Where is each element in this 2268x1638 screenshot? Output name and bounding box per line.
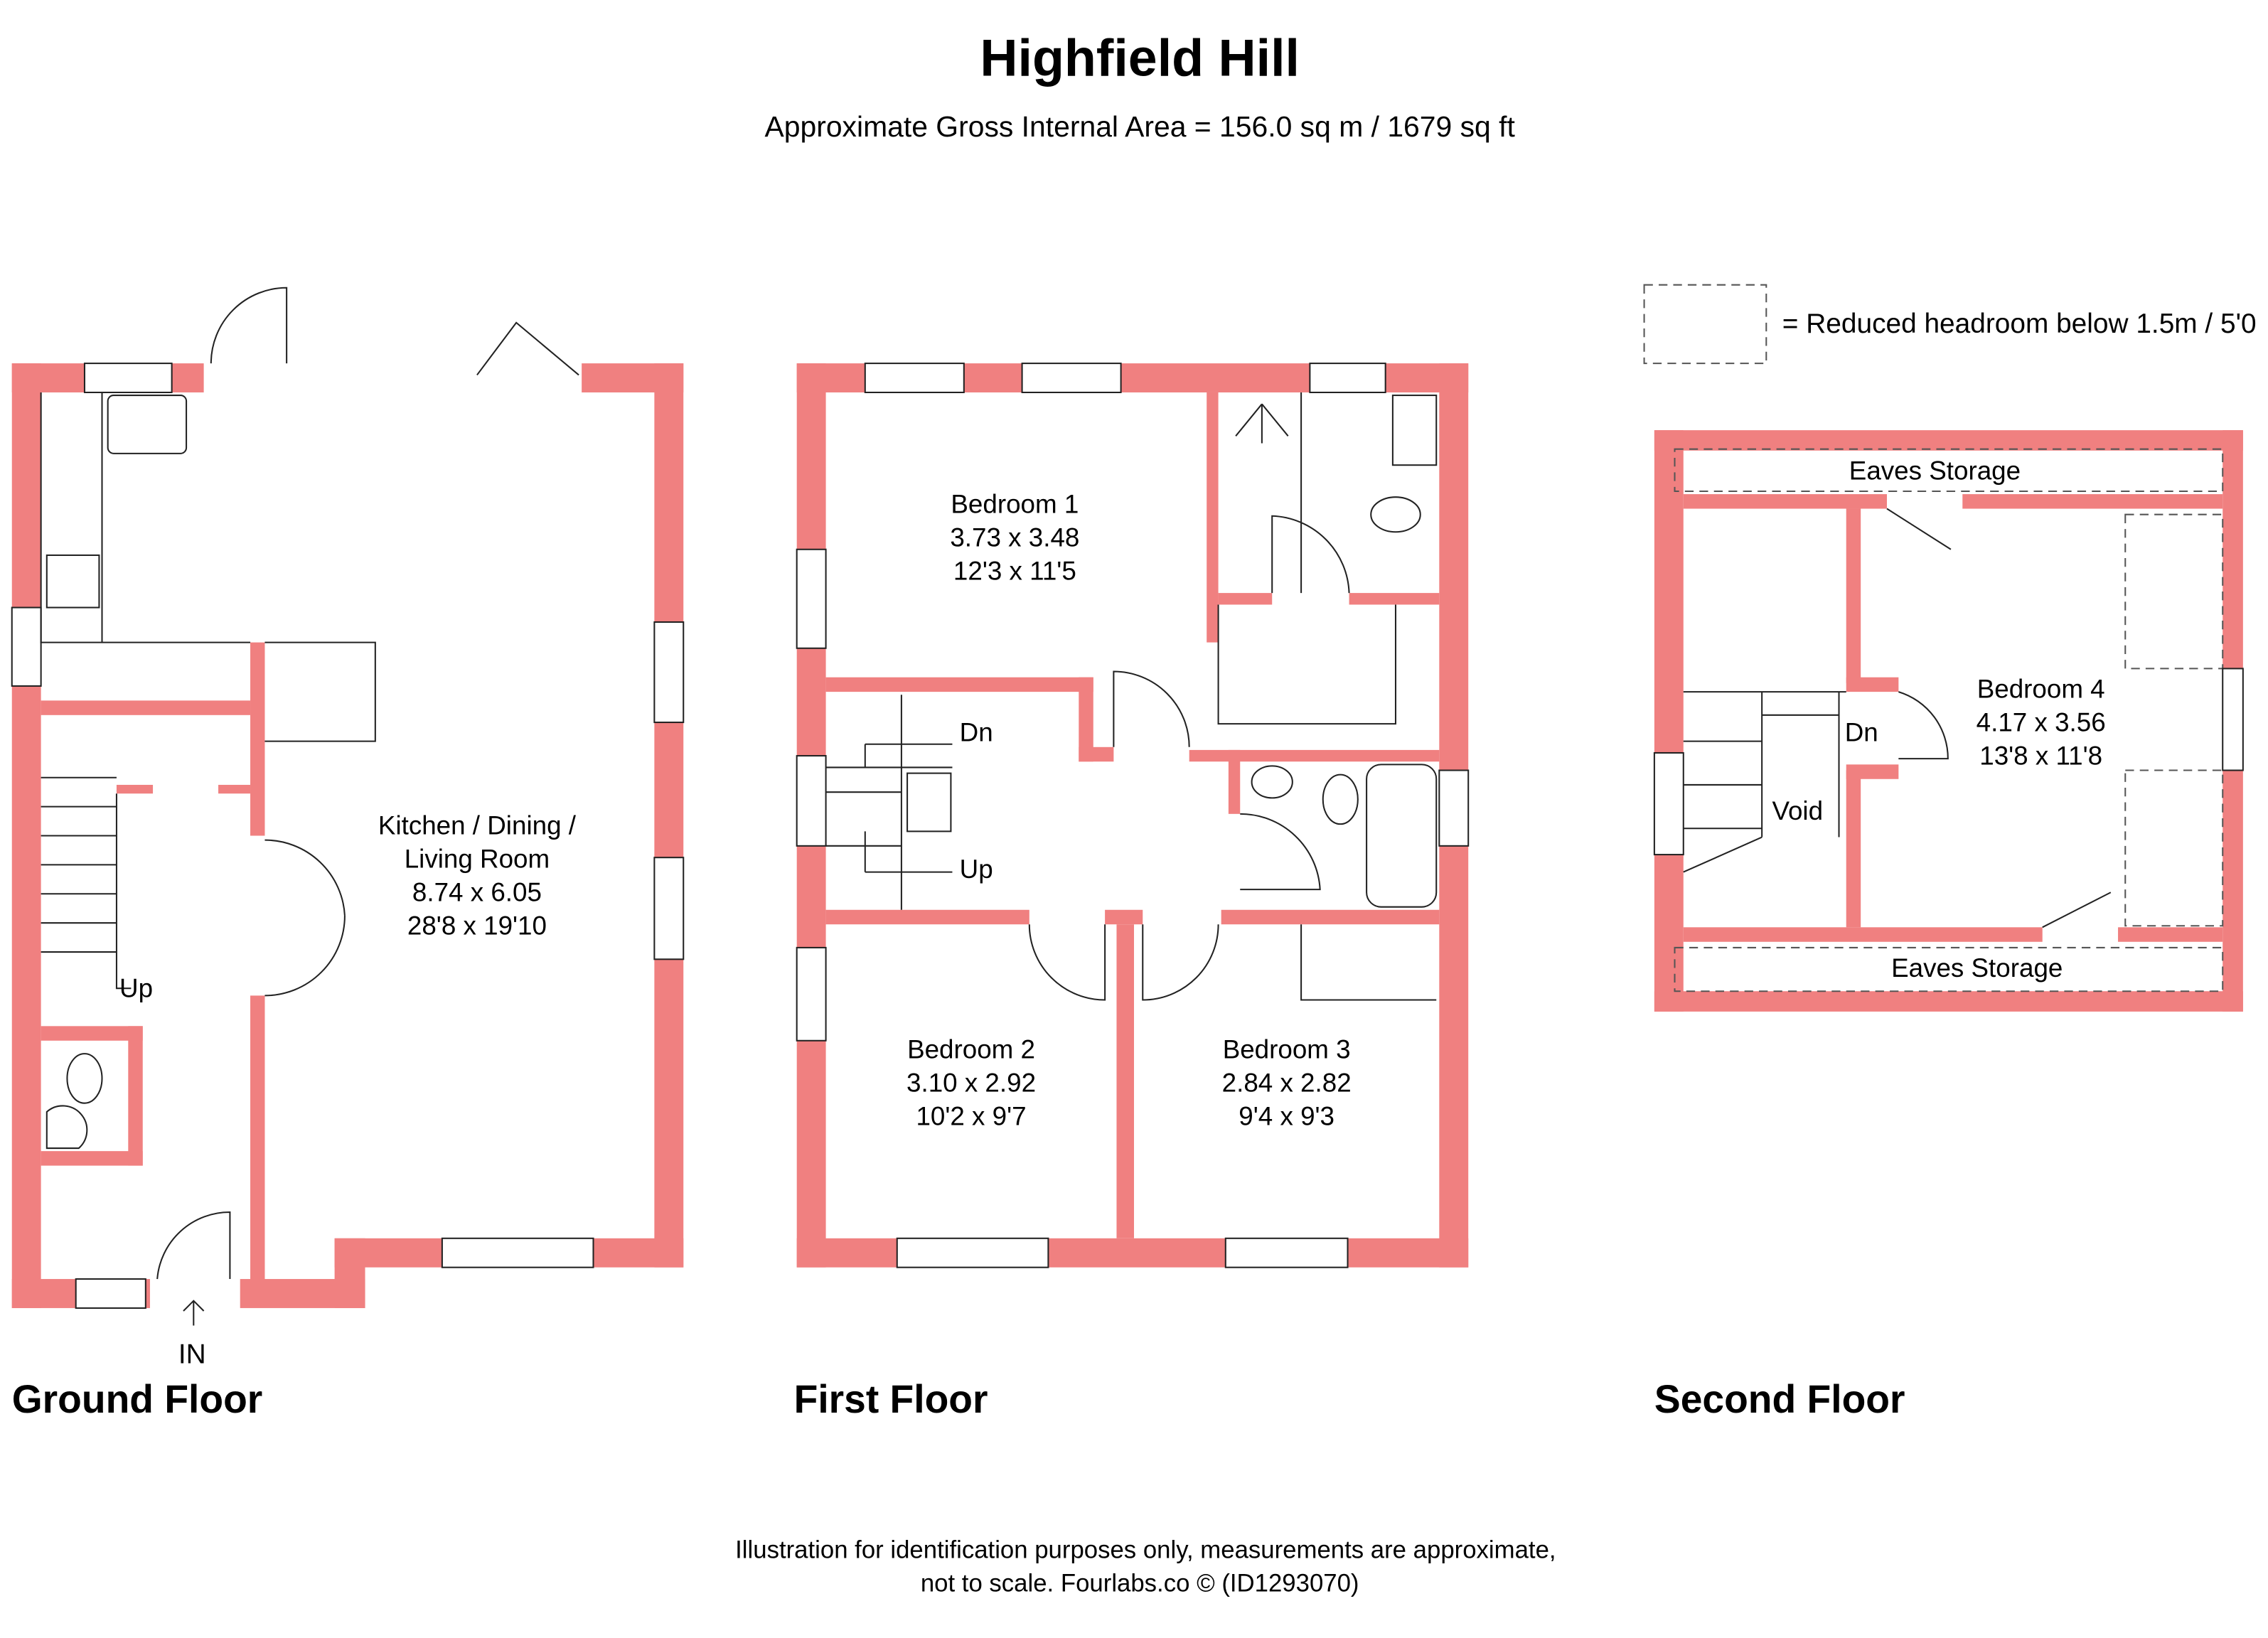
window xyxy=(1438,769,1470,847)
floor-label-first: First Floor xyxy=(794,1377,988,1421)
shower-icon xyxy=(1235,403,1289,444)
room-dimensions-metric: 3.73 x 3.48 xyxy=(950,523,1079,552)
room-dimensions-metric: 3.10 x 2.92 xyxy=(906,1068,1036,1097)
reduced-headroom-area xyxy=(2124,769,2224,927)
bath-icon xyxy=(1366,764,1438,908)
window xyxy=(75,1278,146,1309)
entrance-label: IN xyxy=(178,1339,206,1370)
window xyxy=(2222,668,2244,771)
first-floor-plan: Bedroom 1 3.73 x 3.48 12'3 x 11'5 Bedroo… xyxy=(796,363,1470,1268)
door-swing xyxy=(1113,670,1190,747)
window xyxy=(1309,363,1386,394)
room-name: Eaves Storage xyxy=(1849,456,2021,486)
room-name: Eaves Storage xyxy=(1891,953,2063,983)
front-door xyxy=(156,1211,231,1280)
toilet-icon xyxy=(66,1053,103,1104)
staircase xyxy=(1683,691,1846,873)
second-floor-plan: Eaves Storage Eaves Storage Bedroom 4 4.… xyxy=(1653,430,2244,1012)
staircase xyxy=(41,776,132,990)
window xyxy=(864,363,965,394)
kitchen-counter xyxy=(40,392,376,742)
room-name: Bedroom 1 xyxy=(951,490,1079,519)
staircase xyxy=(825,695,953,910)
door-swing xyxy=(210,287,288,364)
room-dimensions-imperial: 28'8 x 19'10 xyxy=(407,911,547,941)
floor-label-second: Second Floor xyxy=(1654,1377,1905,1421)
basin-icon xyxy=(46,1105,88,1150)
room-dimensions-imperial: 13'8 x 11'8 xyxy=(1979,741,2102,770)
stairs-down-label: Dn xyxy=(1845,718,1878,747)
room-dimensions-metric: 4.17 x 3.56 xyxy=(1977,707,2106,737)
reduced-headroom-area xyxy=(2124,513,2224,670)
room-name: Kitchen / Dining / xyxy=(378,810,577,840)
void-label: Void xyxy=(1772,796,1823,825)
room-dimensions-metric: 8.74 x 6.05 xyxy=(412,878,542,907)
window xyxy=(796,946,827,1042)
window xyxy=(83,363,173,394)
window xyxy=(653,857,685,960)
basin-icon xyxy=(1251,765,1293,799)
room-name: Bedroom 3 xyxy=(1223,1034,1351,1064)
sink-icon xyxy=(107,395,188,454)
disclaimer-line-2: not to scale. Fourlabs.co © (ID1293070) xyxy=(921,1570,1359,1597)
room-dimensions-imperial: 9'4 x 9'3 xyxy=(1239,1101,1334,1130)
stair-newel xyxy=(906,772,952,833)
basin-icon xyxy=(1391,395,1438,466)
room-dimensions-imperial: 10'2 x 9'7 xyxy=(916,1101,1026,1130)
legend-text: = Reduced headroom below 1.5m / 5'0 xyxy=(1782,309,2257,339)
bedroom-doors xyxy=(1028,924,1219,1001)
double-door xyxy=(264,839,346,997)
room-dimensions-imperial: 12'3 x 11'5 xyxy=(953,557,1076,586)
window xyxy=(441,1237,594,1268)
legend: = Reduced headroom below 1.5m / 5'0 xyxy=(1643,284,2257,365)
floor-label-ground: Ground Floor xyxy=(12,1377,263,1421)
toilet-icon xyxy=(1322,774,1359,825)
ground-floor-plan: Kitchen / Dining / Living Room 8.74 x 6.… xyxy=(11,287,685,1370)
room-name: Bedroom 2 xyxy=(907,1034,1035,1064)
eaves-doors xyxy=(1886,508,2112,928)
area-subtitle: Approximate Gross Internal Area = 156.0 … xyxy=(764,110,1515,143)
bathroom-door xyxy=(1240,813,1321,891)
window xyxy=(1021,363,1122,394)
window xyxy=(896,1237,1049,1268)
wardrobe xyxy=(1217,604,1397,725)
page-title: Highfield Hill xyxy=(980,28,1300,87)
window xyxy=(796,755,827,847)
disclaimer-line-1: Illustration for identification purposes… xyxy=(735,1537,1556,1564)
wardrobe xyxy=(1300,924,1437,1001)
window xyxy=(653,621,685,724)
room-name: Bedroom 4 xyxy=(1977,674,2105,703)
eaves-storage-bottom-area xyxy=(1674,946,2224,992)
stairs-up-label: Up xyxy=(960,855,993,884)
window xyxy=(796,548,827,649)
eaves-storage-top-area xyxy=(1674,448,2224,493)
hob-icon xyxy=(46,554,100,609)
stairs-label: Up xyxy=(119,973,153,1002)
reduced-headroom-swatch xyxy=(1643,284,1767,365)
window xyxy=(1653,751,1684,856)
room-dimensions-metric: 2.84 x 2.82 xyxy=(1222,1068,1352,1097)
window xyxy=(1224,1237,1349,1268)
toilet-icon xyxy=(1370,496,1421,533)
bedroom4-door xyxy=(1898,691,1949,760)
window xyxy=(11,606,42,687)
ensuite-door xyxy=(1271,392,1350,594)
entrance-arrow-icon xyxy=(183,1300,205,1326)
room-name: Living Room xyxy=(405,844,550,873)
bifold-door xyxy=(476,321,579,376)
stairs-down-label: Dn xyxy=(960,718,993,747)
